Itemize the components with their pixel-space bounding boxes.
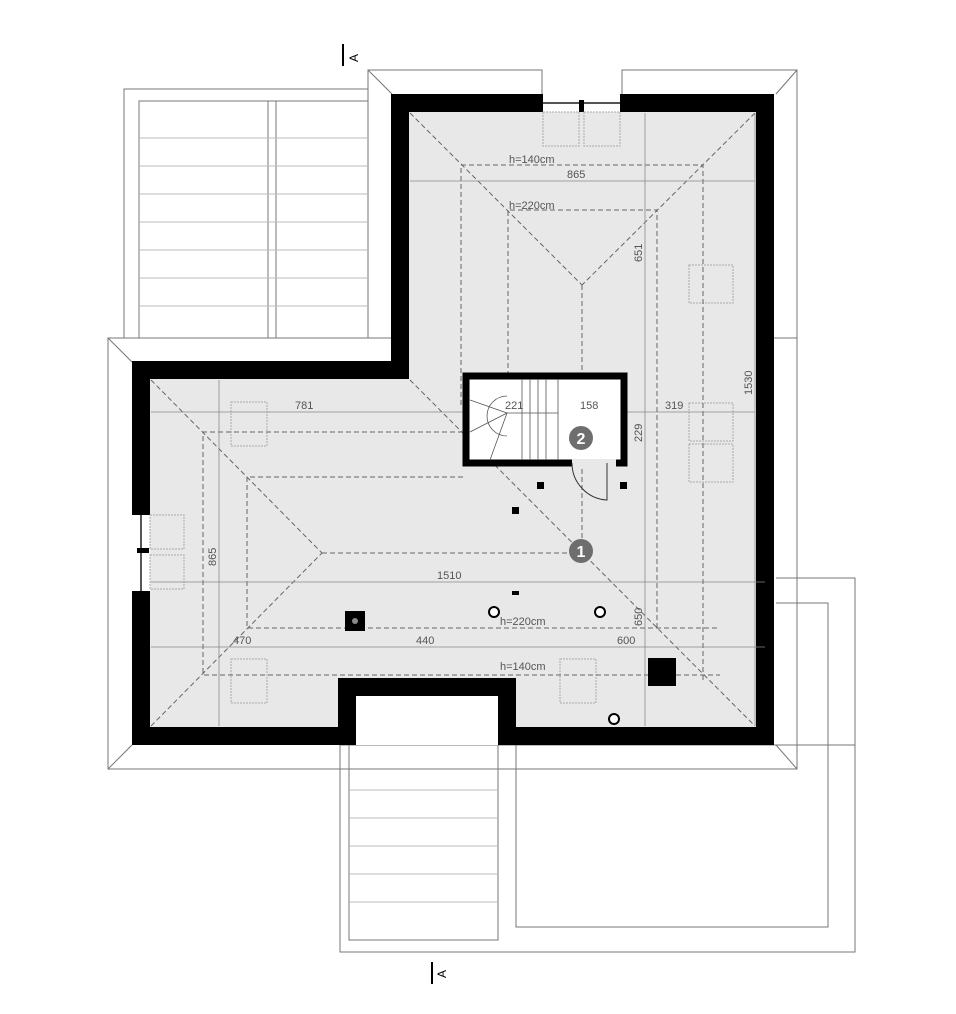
dimension-label: 470 xyxy=(233,635,251,647)
height-label: h=220cm xyxy=(500,616,546,628)
dimension-label: 1530 xyxy=(743,371,755,395)
dimension-label: 319 xyxy=(665,400,683,412)
dimension-label: 229 xyxy=(633,424,645,442)
section-marker-top: A xyxy=(342,44,361,66)
room-number: 1 xyxy=(577,544,586,561)
dimension-label: 781 xyxy=(295,400,313,412)
dimension-label: 651 xyxy=(633,244,645,262)
dimension-labels: h=140cm 865 h=220cm 651 1530 781 221 158… xyxy=(207,154,755,673)
section-marker-bottom: A xyxy=(431,962,449,984)
room-number: 2 xyxy=(577,431,586,448)
height-label: h=220cm xyxy=(509,200,555,212)
fixtures xyxy=(345,482,676,725)
room-marker-2: 2 xyxy=(569,426,593,450)
staircase[interactable] xyxy=(462,372,628,501)
dimension-label: 440 xyxy=(416,635,434,647)
left-terrace xyxy=(123,88,369,339)
dimension-label: 650 xyxy=(633,608,645,626)
dimension-label: 865 xyxy=(567,169,585,181)
section-label: A xyxy=(347,54,361,62)
top-windows[interactable] xyxy=(542,94,621,147)
dimension-label: 600 xyxy=(617,635,635,647)
left-windows[interactable] xyxy=(132,514,185,591)
dimension-label: 221 xyxy=(505,400,523,412)
dimension-lines xyxy=(151,113,765,726)
section-label: A xyxy=(435,970,449,978)
room-marker-1: 1 xyxy=(569,539,593,563)
height-label: h=140cm xyxy=(500,661,546,673)
dimension-label: 158 xyxy=(580,400,598,412)
dimension-label: 865 xyxy=(207,548,219,566)
dimension-label: 1510 xyxy=(437,570,461,582)
skylights xyxy=(230,264,734,704)
height-label: h=140cm xyxy=(509,154,555,166)
